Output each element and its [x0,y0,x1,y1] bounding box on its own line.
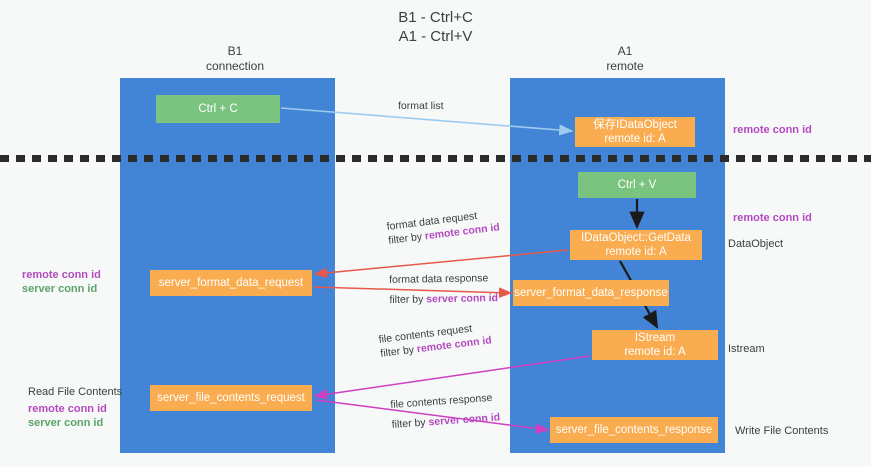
box-dataobject-remote[interactable]: 保存IDataObject remote id: A [575,117,695,147]
box-ctrl-c[interactable]: Ctrl + C [156,95,280,123]
box-ctrl-c-label: Ctrl + C [198,103,238,115]
flow-label-file-contents-response-prefix: filter by [391,416,429,431]
page-title-line-2: A1 - Ctrl+V [398,28,473,45]
flow-label-format-data-response-line-1: format data response [389,272,489,286]
column-header-a1: A1 remote [510,44,740,74]
box-server-format-data-response-label: server_format_data_response [514,287,668,299]
box-idataobject-getdata-line-1: IDataObject::GetData [581,232,691,244]
box-idataobject-getdata-line-2: remote id: A [605,246,667,258]
column-header-a1-name: A1 [617,44,633,58]
box-istream-remote-line-2: remote id: A [624,346,686,358]
box-dataobject-remote-line-1: 保存IDataObject [593,119,677,131]
box-server-format-data-request[interactable]: server_format_data_request [150,270,312,296]
box-ctrl-v-label: Ctrl + V [617,179,657,191]
annotation-right-istream: Istream [728,343,765,355]
annotation-left-server-conn-id-2: server conn id [28,417,104,429]
page-title: B1 - Ctrl+C A1 - Ctrl+V [0,8,871,46]
column-header-b1-name: B1 [227,44,243,58]
page-title-line-1: B1 - Ctrl+C [398,9,473,26]
box-istream-remote[interactable]: IStream remote id: A [592,330,718,360]
flow-label-format-list: format list [398,100,444,113]
annotation-left-remote-conn-id-2: remote conn id [28,403,107,415]
flow-label-file-contents-response-line-2: filter by server conn id [391,411,500,432]
column-header-b1: B1 connection [120,44,350,74]
flow-label-format-data-request: format data request filter by remote con… [386,207,500,247]
flow-label-format-data-response: format data response filter by server co… [389,272,498,307]
box-server-file-contents-request[interactable]: server_file_contents_request [150,385,312,411]
annotation-right-remote-conn-id-1: remote conn id [733,124,812,136]
column-header-a1-role: remote [606,59,644,73]
flow-label-format-data-response-prefix: filter by [389,293,427,306]
box-server-format-data-request-label: server_format_data_request [158,277,304,289]
annotation-right-dataobject: DataObject [728,238,784,250]
box-istream-remote-line-1: IStream [634,332,676,344]
annotation-left-read-file-contents: Read File Contents [28,386,123,398]
flow-label-format-list-line-1: format list [398,100,444,112]
flow-label-file-contents-response-key: server conn id [428,411,501,429]
box-ctrl-v[interactable]: Ctrl + V [578,172,696,198]
column-header-b1-role: connection [205,59,265,73]
box-server-format-data-response[interactable]: server_format_data_response [513,280,669,306]
flow-label-file-contents-response-line-1: file contents response [390,391,493,411]
annotation-right-remote-conn-id-2: remote conn id [733,212,812,224]
flow-label-file-contents-request: file contents request filter by remote c… [378,320,492,360]
flow-label-format-data-response-line-2: filter by server conn id [389,292,498,307]
box-idataobject-getdata[interactable]: IDataObject::GetData remote id: A [570,230,702,260]
box-dataobject-remote-line-2: remote id: A [604,133,666,145]
phase-divider [0,155,871,162]
box-server-file-contents-response-label: server_file_contents_response [555,424,713,436]
annotation-right-write-file-contents: Write File Contents [735,425,829,437]
flow-label-format-data-response-key: server conn id [426,292,499,306]
box-server-file-contents-response[interactable]: server_file_contents_response [550,417,718,443]
annotation-left-remote-conn-id-1: remote conn id [22,269,101,281]
box-server-file-contents-request-label: server_file_contents_request [157,392,305,404]
annotation-left-server-conn-id-1: server conn id [22,283,98,295]
flow-label-file-contents-response: file contents response filter by server … [390,391,501,431]
